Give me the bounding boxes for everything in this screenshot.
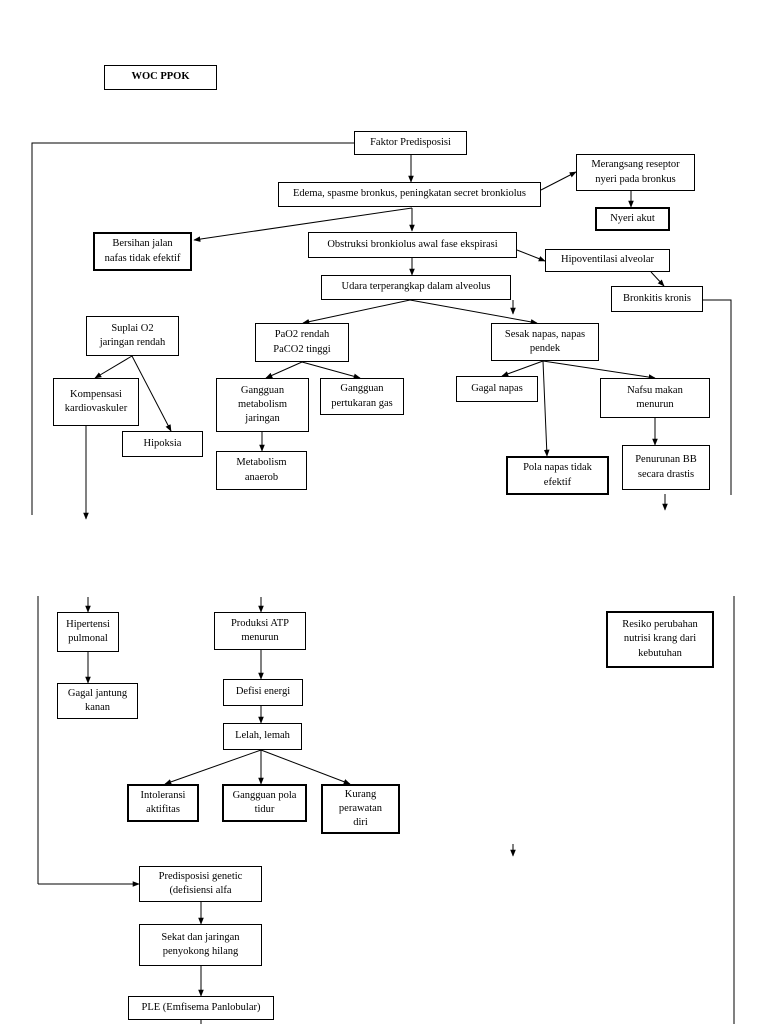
node-faktor-predisposisi: Faktor Predisposisi (354, 131, 467, 155)
node-kompensasi-kardiovaskuler: Kompensasi kardiovaskuler (53, 378, 139, 426)
node-bronkitis-kronis: Bronkitis kronis (611, 286, 703, 312)
node-bersihan-jalan-nafas: Bersihan jalan nafas tidak efektif (93, 232, 192, 271)
node-suplai-o2: Suplai O2 jaringan rendah (86, 316, 179, 356)
arrow-lelah-kurang (260, 749, 351, 785)
node-resiko-nutrisi: Resiko perubahan nutrisi krang dari kebu… (606, 611, 714, 668)
node-sekat-jaringan: Sekat dan jaringan penyokong hilang (139, 924, 262, 966)
arrow-edema-bersihan (193, 207, 413, 242)
node-intoleransi-aktifitas: Intoleransi aktifitas (127, 784, 199, 822)
arrow-obstruksi-hipoventilasi (516, 249, 546, 262)
arrow-udara-pao2 (302, 299, 411, 325)
node-obstruksi-bronkiolus: Obstruksi bronkiolus awal fase ekspirasi (308, 232, 517, 258)
node-predisposisi-genetic: Predisposisi genetic (defisiensi alfa (139, 866, 262, 902)
arrow-hipoventilasi-bronkitis (650, 271, 665, 287)
connector-faktor-left (31, 142, 354, 515)
node-pola-napas-tidak-efektif: Pola napas tidak efektif (506, 456, 609, 495)
arrow-sesak-nafsu (542, 360, 656, 380)
node-produksi-atp: Produksi ATP menurun (214, 612, 306, 650)
node-sesak-napas: Sesak napas, napas pendek (491, 323, 599, 361)
node-nyeri-akut: Nyeri akut (595, 207, 670, 231)
node-merangsang-reseptor: Merangsang reseptor nyeri pada bronkus (576, 154, 695, 191)
node-nafsu-makan: Nafsu makan menurun (600, 378, 710, 418)
node-gangguan-pola-tidur: Gangguan pola tidur (222, 784, 307, 822)
node-gangguan-pertukaran-gas: Gangguan pertukaran gas (320, 378, 404, 415)
node-hipoventilasi-alveolar: Hipoventilasi alveolar (545, 249, 670, 272)
arrow-udara-sesak (409, 299, 538, 325)
node-defisi-energi: Defisi energi (223, 679, 303, 706)
node-penurunan-bb: Penurunan BB secara drastis (622, 445, 710, 490)
arrow-lelah-intoleransi (164, 749, 262, 785)
arrow-sesak-polanapas (542, 360, 550, 457)
connector-bronkitis-right (703, 299, 732, 495)
node-edema-spasme: Edema, spasme bronkus, peningkatan secre… (278, 182, 541, 207)
node-udara-terperangkap: Udara terperangkap dalam alveolus (321, 275, 511, 300)
diagram-title: WOC PPOK (104, 65, 217, 90)
node-gangguan-metabolism: Gangguan metabolism jaringan (216, 378, 309, 432)
node-metabolism-anaerob: Metabolism anaerob (216, 451, 307, 490)
arrow-pao2-ggmetab (265, 361, 303, 379)
node-pao2-paco2: PaO2 rendah PaCO2 tinggi (255, 323, 349, 362)
node-gagal-jantung-kanan: Gagal jantung kanan (57, 683, 138, 719)
node-lelah-lemah: Lelah, lemah (223, 723, 302, 750)
node-hipoksia: Hipoksia (122, 431, 203, 457)
node-ple-emfisema: PLE (Emfisema Panlobular) (128, 996, 274, 1020)
arrow-suplai-kompensasi (94, 355, 133, 379)
arrow-pao2-ggtukar (301, 361, 361, 380)
arrow-sesak-gagalnapas (501, 360, 544, 377)
node-kurang-perawatan-diri: Kurang perawatan diri (321, 784, 400, 834)
arrow-edema-merangsang (540, 171, 577, 191)
node-gagal-napas: Gagal napas (456, 376, 538, 402)
arrow-suplai-hipoksia (131, 355, 172, 432)
node-hipertensi-pulmonal: Hipertensi pulmonal (57, 612, 119, 652)
